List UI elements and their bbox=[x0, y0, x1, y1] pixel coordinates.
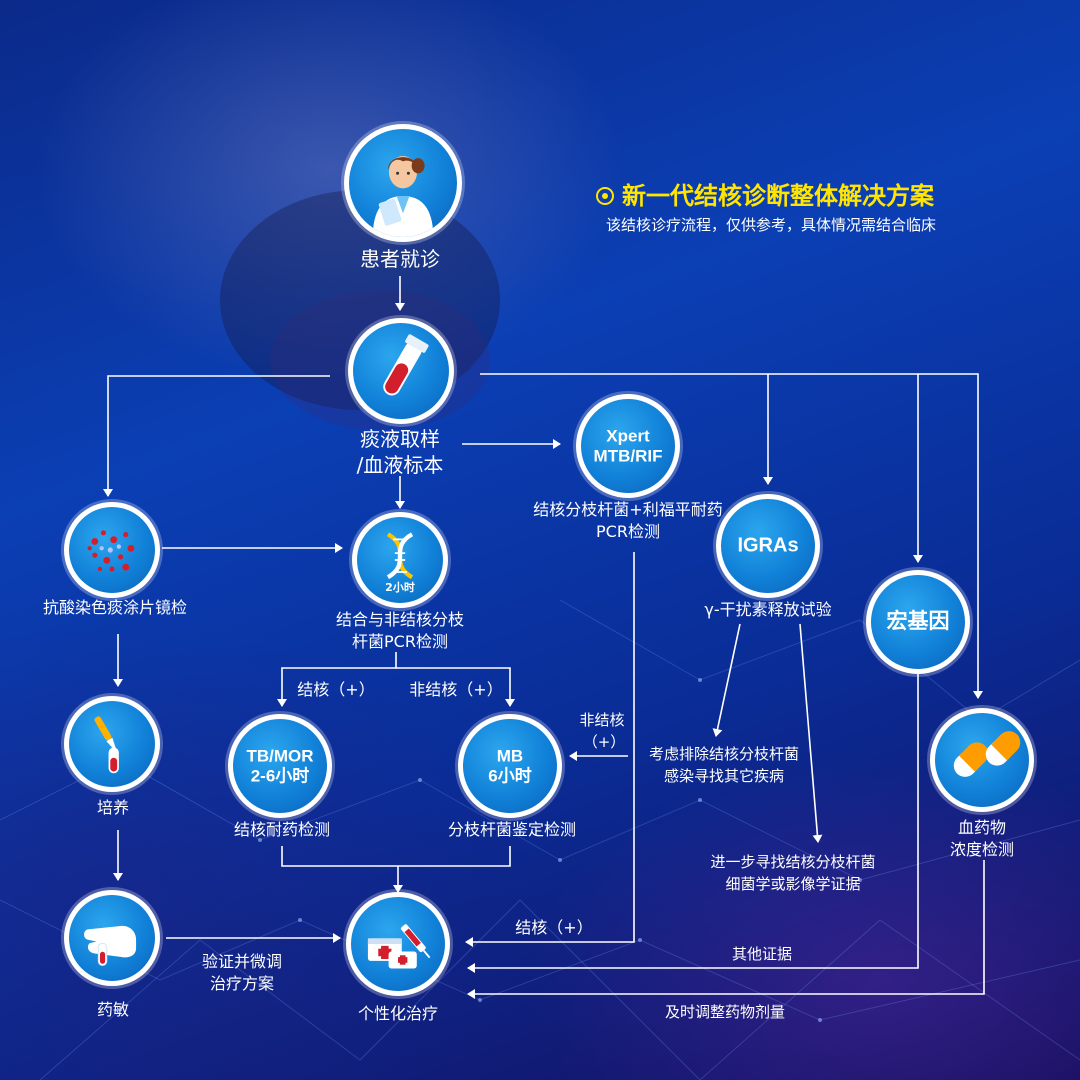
edge-label-exclude-1: 考虑排除结核分枝杆菌 bbox=[648, 745, 799, 763]
edge-bloodconc-treatment bbox=[467, 860, 985, 999]
node-sample-label-2: /血液标本 bbox=[356, 453, 444, 477]
pcr-badge: 2小时 bbox=[385, 581, 415, 594]
macro-circle-text: 宏基因 bbox=[886, 609, 950, 633]
node-patient bbox=[344, 124, 462, 242]
edge-igras-further bbox=[799, 623, 823, 843]
node-sensitivity bbox=[64, 890, 160, 986]
node-culture bbox=[64, 696, 160, 792]
node-pcr-label-1: 结合与非结核分枝 bbox=[335, 610, 464, 629]
doctor-icon bbox=[372, 156, 434, 237]
node-culture-label: 培养 bbox=[96, 798, 129, 817]
node-mb-label: 分枝杆菌鉴定检测 bbox=[447, 820, 576, 839]
node-igras-label: γ-干扰素释放试验 bbox=[704, 600, 832, 619]
node-pcr-label-2: 杆菌PCR检测 bbox=[352, 632, 448, 651]
edge-xpert-treatment bbox=[465, 552, 635, 947]
target-icon bbox=[596, 187, 614, 205]
edge-label-tb-positive: 结核（+） bbox=[297, 680, 375, 699]
mb-circle-line-1: MB bbox=[496, 746, 524, 766]
node-sample-circle bbox=[353, 323, 449, 419]
node-tbmor-label: 结核耐药检测 bbox=[233, 820, 330, 839]
igras-circle-text: IGRAs bbox=[737, 534, 799, 557]
edge-label-further-1: 进一步寻找结核分枝杆菌 bbox=[710, 853, 876, 871]
capsule-icon bbox=[953, 731, 1021, 777]
pipette-icon bbox=[94, 716, 119, 774]
node-patient-label: 患者就诊 bbox=[360, 247, 440, 271]
edge-macro-treatment bbox=[467, 670, 919, 973]
edge-label-ntb-line1: 非结核 bbox=[579, 711, 625, 729]
node-pcr: 2小时 bbox=[352, 512, 448, 608]
edge-label-other-evidence: 其他证据 bbox=[731, 945, 792, 963]
node-pcr-circle: 2小时 bbox=[357, 517, 443, 603]
edge-merge-results bbox=[281, 846, 511, 867]
edge-label-verify-1: 验证并微调 bbox=[201, 952, 282, 971]
edge-sample-smear bbox=[103, 375, 330, 497]
node-smear-label: 抗酸染色痰涂片镜检 bbox=[42, 598, 187, 617]
node-xpert-label-1: 结核分枝杆菌+利福平耐药 bbox=[533, 500, 723, 519]
node-sensitivity-circle bbox=[69, 895, 155, 981]
page-title: 新一代结核诊断整体解决方案 bbox=[596, 176, 934, 211]
node-treatment bbox=[346, 892, 450, 996]
mb-circle-line-2: 6小时 bbox=[488, 766, 532, 785]
node-sensitivity-label: 药敏 bbox=[96, 1000, 129, 1019]
page-title-text: 新一代结核诊断整体解决方案 bbox=[622, 182, 934, 210]
dna-icon bbox=[386, 532, 414, 580]
node-treatment-circle bbox=[351, 897, 445, 991]
node-macro: 宏基因 bbox=[866, 570, 970, 674]
edge-label-adjust-dose: 及时调整药物剂量 bbox=[664, 1003, 785, 1021]
node-treatment-label: 个性化治疗 bbox=[357, 1004, 438, 1023]
node-blood-conc-label-2: 浓度检测 bbox=[949, 840, 1014, 859]
node-sample-label-1: 痰液取样 bbox=[360, 427, 440, 451]
tbmor-circle-line-1: TB/MOR bbox=[246, 746, 314, 766]
edge-label-ntb-positive: 非结核（+） bbox=[409, 680, 503, 699]
node-xpert-circle: Xpert MTB/RIF bbox=[581, 399, 675, 493]
node-xpert: Xpert MTB/RIF bbox=[576, 394, 680, 498]
node-xpert-label-2: PCR检测 bbox=[596, 522, 660, 541]
glove-icon bbox=[84, 925, 137, 966]
edge-sample-bloodconc bbox=[480, 373, 983, 699]
edge-igras-exclude bbox=[712, 623, 741, 737]
edge-pcr-tbmor bbox=[277, 652, 397, 707]
bacteria-icon bbox=[87, 530, 135, 572]
node-mb: MB 6小时 bbox=[458, 714, 562, 818]
edge-label-exclude-2: 感染寻找其它疾病 bbox=[663, 767, 784, 785]
node-blood-conc-label-1: 血药物 bbox=[957, 818, 1006, 837]
node-culture-circle bbox=[69, 701, 155, 787]
edge-label-ntb-line2: （+） bbox=[582, 733, 626, 751]
edge-label-further-2: 细菌学或影像学证据 bbox=[725, 875, 861, 893]
edge-label-verify-2: 治疗方案 bbox=[209, 974, 274, 993]
xpert-circle-line-2: MTB/RIF bbox=[593, 446, 663, 465]
node-patient-circle bbox=[349, 129, 457, 237]
node-smear bbox=[64, 502, 160, 598]
node-blood-conc bbox=[930, 708, 1034, 812]
node-smear-circle bbox=[69, 507, 155, 593]
edge-pcr-mb bbox=[396, 667, 515, 707]
node-igras: IGRAs bbox=[716, 494, 820, 598]
test-tube-icon bbox=[383, 334, 429, 396]
tbmor-circle-line-2: 2-6小时 bbox=[250, 766, 310, 785]
xpert-circle-line-1: Xpert bbox=[606, 426, 650, 446]
page-subtitle: 该结核诊疗流程，仅供参考，具体情况需结合临床 bbox=[606, 216, 937, 234]
node-sample bbox=[348, 318, 454, 424]
node-mb-circle: MB 6小时 bbox=[463, 719, 557, 813]
edge-label-xpert-tb-positive: 结核（+） bbox=[515, 918, 593, 937]
node-tbmor: TB/MOR 2-6小时 bbox=[228, 714, 332, 818]
node-tbmor-circle: TB/MOR 2-6小时 bbox=[233, 719, 327, 813]
node-macro-circle: 宏基因 bbox=[871, 575, 965, 669]
node-blood-conc-circle bbox=[935, 713, 1029, 807]
node-igras-circle: IGRAs bbox=[721, 499, 815, 593]
medicine-icon bbox=[367, 924, 431, 969]
